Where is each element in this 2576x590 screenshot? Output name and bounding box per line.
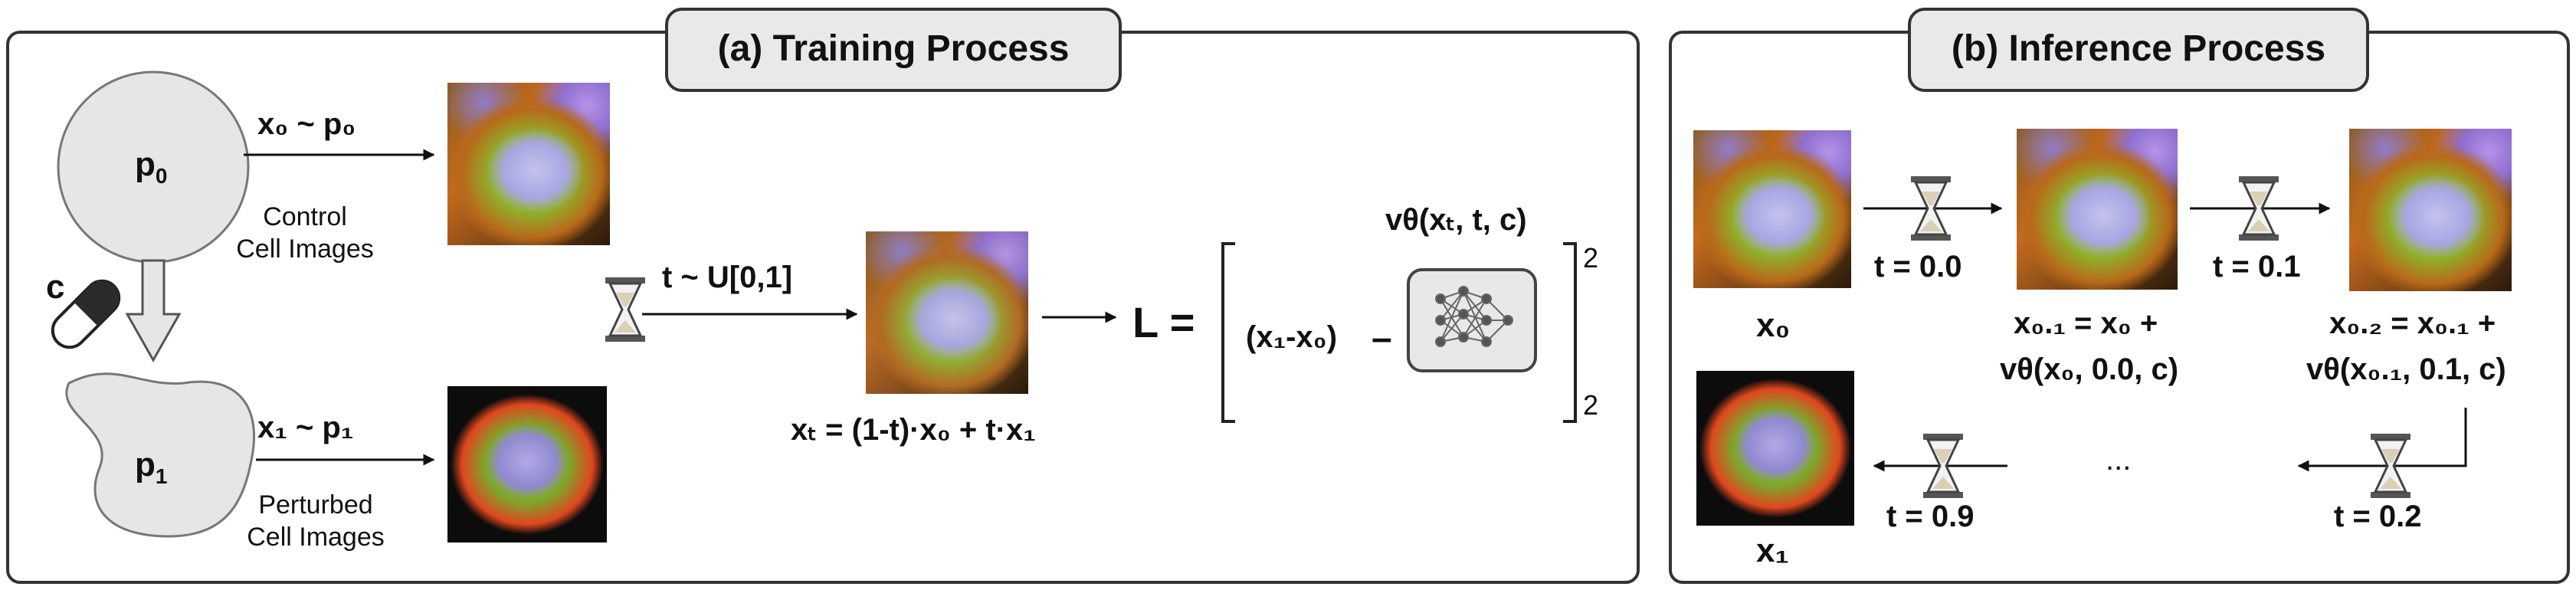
loss-norm-subscript: 2 <box>1583 389 1599 421</box>
network-box <box>1407 268 1537 372</box>
t01-label: t = 0.1 <box>2213 250 2301 284</box>
t00-label: t = 0.0 <box>1874 250 1962 284</box>
step2-formula-line2: vθ(x₀.₁, 0.1, c) <box>2306 352 2506 386</box>
loss-target: (x₁-x₀) <box>1246 320 1338 354</box>
x1-label: x₁ <box>1756 532 1789 569</box>
perturbation-arrow <box>125 259 182 363</box>
perturbed-cell-image <box>447 386 607 542</box>
t02-label: t = 0.2 <box>2334 500 2422 533</box>
condition-label: c <box>46 268 65 306</box>
p1-label: p1 <box>135 446 168 488</box>
loss-label: L = <box>1132 298 1195 346</box>
right-bracket <box>1563 242 1577 423</box>
hourglass-icon <box>604 276 647 343</box>
left-bracket <box>1221 242 1235 423</box>
x01-cell-image <box>2017 129 2178 290</box>
drug-pill-icon <box>51 279 121 349</box>
ellipsis: ... <box>2106 443 2132 477</box>
step2-formula-line1: x₀.₂ = x₀.₁ + <box>2329 306 2496 340</box>
step3-arrow <box>2297 408 2467 472</box>
x1-cell-image <box>1696 371 1854 526</box>
velocity-label: vθ(xₜ, t, c) <box>1385 203 1527 237</box>
neural-network-icon <box>1435 286 1513 347</box>
interpolated-cell-image <box>866 231 1028 394</box>
inference-title: (b) Inference Process <box>1908 8 2369 92</box>
loss-exponent: 2 <box>1583 242 1599 274</box>
t09-label: t = 0.9 <box>1886 500 1975 533</box>
x02-cell-image <box>2349 129 2512 291</box>
p1-distribution <box>65 372 255 538</box>
time-sample-label: t ~ U[0,1] <box>662 261 793 294</box>
loss-minus: – <box>1372 318 1392 359</box>
training-panel <box>6 31 1640 584</box>
x0-label: x₀ <box>1756 306 1791 344</box>
x0-cell-image <box>1693 130 1851 288</box>
sample1-label: x₁ ~ p₁ <box>257 411 354 444</box>
step1-formula-line2: vθ(x₀, 0.0, c) <box>2000 352 2179 386</box>
step1-formula-line1: x₀.₁ = x₀ + <box>2014 306 2158 340</box>
p0-label: p0 <box>135 146 168 188</box>
training-title: (a) Training Process <box>665 8 1122 92</box>
control-cell-image <box>447 83 610 245</box>
interpolation-formula: xₜ = (1-t)·x₀ + t·x₁ <box>791 413 1036 447</box>
sample0-label: x₀ ~ p₀ <box>257 107 356 141</box>
